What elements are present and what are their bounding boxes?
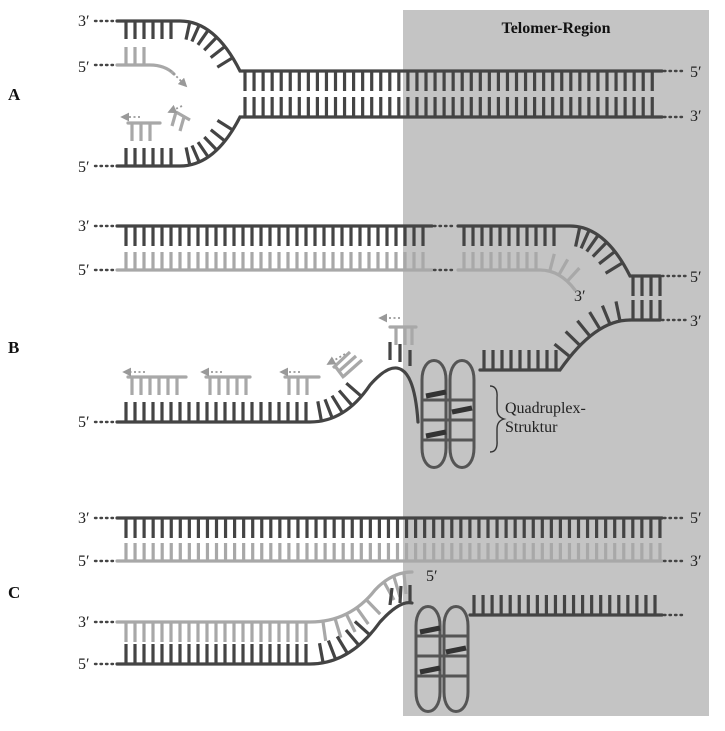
b-top-right-bases bbox=[462, 226, 556, 246]
b-quadruplex-loop-2 bbox=[448, 359, 476, 469]
c-quadruplex-loop-2 bbox=[442, 605, 470, 713]
c-quadruplex-rungs bbox=[416, 634, 468, 678]
b-lagging-right-bases bbox=[482, 350, 558, 370]
b-fork-top-bases bbox=[631, 276, 662, 296]
end-label-a-top-left: 3′ bbox=[78, 13, 90, 30]
end-label-b-right-bottom: 3′ bbox=[690, 313, 702, 330]
b-leading-bases bbox=[124, 252, 425, 270]
c-template-end-bases bbox=[388, 585, 412, 606]
end-label-c-right-bottom: 3′ bbox=[690, 553, 702, 570]
end-label-b-bottom-left: 5′ bbox=[78, 414, 90, 431]
b-fork-bottom-bases bbox=[631, 300, 662, 320]
b-lagging-left-backbone bbox=[115, 366, 420, 424]
end-label-b-primer-end: 3′ bbox=[574, 288, 586, 305]
c-template-curve-bases bbox=[317, 620, 371, 664]
a-okazaki-1-bases bbox=[130, 123, 152, 141]
b-lagging-curve-bases bbox=[553, 301, 622, 358]
c-quadruplex-loop-1 bbox=[414, 605, 442, 713]
b-quadruplex-tetrads bbox=[425, 389, 473, 439]
panel-label-b: B bbox=[8, 338, 19, 357]
end-label-a-right-bottom: 3′ bbox=[690, 108, 702, 125]
panel-label-a: A bbox=[8, 85, 21, 104]
a-leading-primer-bases bbox=[124, 47, 146, 65]
a-leading-arrow bbox=[169, 69, 188, 88]
telomere-region-title: Telomer-Region bbox=[501, 20, 610, 37]
a-leading-primer-backbone bbox=[115, 63, 176, 76]
b-okazaki-3-bases bbox=[287, 377, 309, 395]
a-okazaki-2 bbox=[170, 110, 191, 132]
b-leading-curve-bases bbox=[548, 253, 581, 283]
c-new-bases bbox=[124, 622, 308, 642]
end-label-c-bottom-left: 5′ bbox=[78, 656, 90, 673]
b-leading-right-backbone bbox=[456, 268, 577, 292]
c-new-strand-backbone bbox=[115, 570, 414, 624]
a-top-flat-bases bbox=[124, 21, 173, 39]
b-quadruplex-rungs bbox=[422, 398, 474, 442]
quadruplex-label-line2: Struktur bbox=[505, 419, 558, 436]
b-lagging-curve2-bases bbox=[316, 381, 363, 422]
end-label-c-primer-end: 5′ bbox=[426, 568, 438, 585]
a-top-strand-backbone bbox=[115, 19, 664, 73]
b-okazaki-1-bases bbox=[130, 377, 179, 395]
b-okazaki-4 bbox=[331, 350, 364, 379]
b-leading-right-bases bbox=[462, 252, 538, 270]
b-top-strand-right-backbone bbox=[456, 224, 662, 278]
a-bottom-duplex-bases bbox=[243, 97, 654, 117]
panel-label-c: C bbox=[8, 583, 20, 602]
a-bottom-strand-backbone bbox=[115, 115, 664, 168]
b-okazaki-2-bases bbox=[208, 377, 248, 395]
b-primer-top-bases bbox=[394, 327, 414, 345]
c-top-bases bbox=[124, 518, 662, 538]
end-label-a-upper-mid-left: 5′ bbox=[78, 59, 90, 76]
a-bottom-flat-bases bbox=[124, 148, 173, 166]
b-lagging-left-bases bbox=[124, 402, 308, 422]
c-overhang-bases bbox=[472, 595, 657, 615]
end-label-a-right-top: 5′ bbox=[690, 64, 702, 81]
a-top-duplex-bases bbox=[243, 71, 654, 91]
dna-strands bbox=[93, 19, 688, 713]
b-top-curve-bases bbox=[574, 226, 624, 275]
a-top-curve-bases bbox=[184, 21, 234, 69]
end-label-b-upper-mid-left: 5′ bbox=[78, 262, 90, 279]
end-label-b-top-left: 3′ bbox=[78, 218, 90, 235]
end-label-b-right-top: 5′ bbox=[690, 269, 702, 286]
quadruplex-brace bbox=[489, 385, 507, 453]
end-label-a-bottom-left: 5′ bbox=[78, 159, 90, 176]
end-label-c-upper-mid-left: 5′ bbox=[78, 553, 90, 570]
b-okazaki-4-arrow bbox=[326, 353, 346, 365]
c-new-curve-bases bbox=[321, 598, 382, 642]
b-quadruplex-loop-1 bbox=[420, 359, 448, 469]
b-top-left-bases bbox=[124, 226, 425, 246]
c-quadruplex-tetrads bbox=[419, 625, 467, 675]
a-okazaki-2-arrow bbox=[167, 104, 183, 114]
a-bottom-curve-bases bbox=[184, 119, 234, 166]
b-lagging-right-backbone bbox=[478, 318, 632, 372]
end-label-c-right-top: 5′ bbox=[690, 510, 702, 527]
b-loop-bases bbox=[388, 342, 412, 366]
end-label-c-lower-left: 3′ bbox=[78, 614, 90, 631]
end-label-c-top-left: 3′ bbox=[78, 510, 90, 527]
c-second-bases bbox=[124, 543, 662, 561]
quadruplex-label-line1: Quadruplex- bbox=[505, 400, 586, 417]
c-template-bases bbox=[124, 644, 308, 664]
